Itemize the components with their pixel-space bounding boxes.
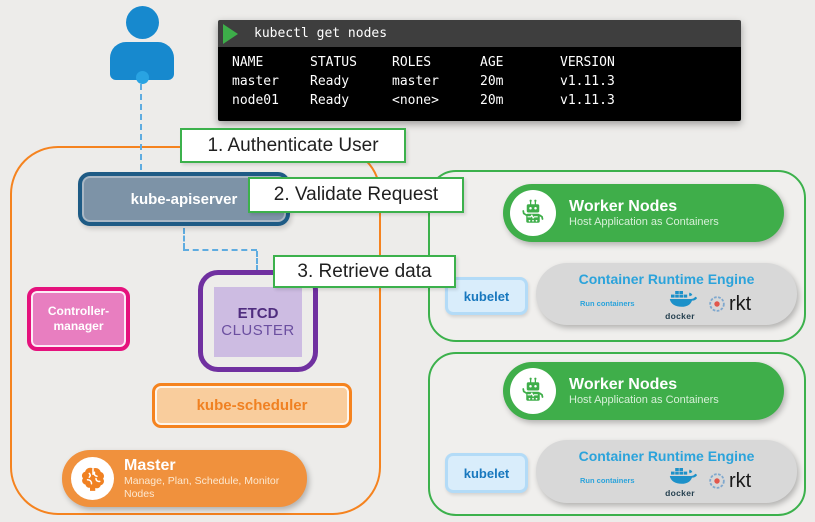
connector-to-etcd	[256, 251, 258, 271]
cell-status: Ready	[310, 74, 350, 89]
docker-whale-icon	[664, 468, 697, 484]
runtime-subtitle: Run containers	[580, 299, 635, 308]
container-runtime-pill-1: Container Runtime Engine Run containers …	[536, 263, 797, 325]
user-icon	[126, 6, 159, 39]
worker-nodes-pill-1: Worker Nodes Host Application as Contain…	[503, 184, 784, 242]
col-status: STATUS	[310, 55, 357, 70]
worker-title: Worker Nodes	[569, 198, 678, 215]
callout-authenticate-user: 1. Authenticate User	[180, 128, 406, 163]
connector-apiserver-across	[183, 249, 257, 251]
cell-name: master	[232, 74, 279, 89]
col-roles: ROLES	[392, 55, 432, 70]
brain-icon-circle	[71, 457, 114, 500]
kubelet-box-2: kubelet	[445, 453, 528, 493]
terminal-output: NAME STATUS ROLES AGE VERSION master Rea…	[218, 47, 741, 121]
runtime-subtitle: Run containers	[580, 476, 635, 485]
rkt-label: rkt	[729, 470, 752, 492]
kube-scheduler-box: kube-scheduler	[152, 383, 352, 428]
etcd-subtitle: CLUSTER	[221, 322, 295, 339]
cell-status: Ready	[310, 93, 350, 108]
connector-user-to-apiserver	[140, 84, 142, 170]
robot-icon	[522, 199, 544, 223]
cell-roles: <none>	[392, 93, 439, 108]
worker-title: Worker Nodes	[569, 376, 678, 393]
terminal-header-row: NAME STATUS ROLES AGE VERSION	[232, 53, 741, 72]
terminal-titlebar: kubectl get nodes	[218, 20, 741, 47]
etcd-cluster-inner: ETCD CLUSTER	[214, 287, 302, 357]
docker-logo: docker	[656, 467, 704, 498]
container-runtime-pill-2: Container Runtime Engine Run containers …	[536, 440, 797, 503]
runtime-title: Container Runtime Engine	[578, 271, 755, 287]
etcd-title: ETCD	[237, 305, 279, 322]
col-age: AGE	[480, 55, 504, 70]
cell-roles: master	[392, 74, 439, 89]
user-connector-dot	[136, 71, 149, 84]
rkt-icon	[709, 296, 725, 312]
cell-age: 20m	[480, 93, 504, 108]
cell-version: v1.11.3	[560, 93, 615, 108]
kubelet-box-1: kubelet	[445, 277, 528, 315]
cell-version: v1.11.3	[560, 74, 615, 89]
terminal-row-master: master Ready master 20m v1.11.3	[232, 72, 741, 91]
robot-icon-circle	[510, 368, 556, 414]
rkt-logo: rkt	[708, 471, 751, 491]
controller-manager-box: Controller- manager	[27, 287, 130, 351]
docker-whale-icon	[664, 291, 697, 307]
master-title: Master	[124, 456, 176, 474]
rkt-logo: rkt	[708, 294, 751, 314]
etcd-cluster-box	[198, 270, 318, 372]
docker-label: docker	[665, 488, 695, 498]
rkt-label: rkt	[729, 293, 752, 315]
terminal-command: kubectl get nodes	[254, 26, 388, 41]
callout-validate-request: 2. Validate Request	[248, 177, 464, 213]
col-name: NAME	[232, 55, 264, 70]
terminal-row-node01: node01 Ready <none> 20m v1.11.3	[232, 91, 741, 110]
docker-label: docker	[665, 311, 695, 321]
runtime-title: Container Runtime Engine	[578, 448, 755, 464]
connector-apiserver-down	[183, 228, 185, 249]
docker-logo: docker	[656, 290, 704, 321]
worker-nodes-pill-2: Worker Nodes Host Application as Contain…	[503, 362, 784, 420]
brain-icon	[81, 467, 104, 491]
play-icon	[223, 23, 238, 44]
robot-icon	[522, 377, 544, 401]
rkt-icon	[709, 473, 725, 489]
worker-subtitle: Host Application as Containers	[569, 216, 719, 228]
cell-age: 20m	[480, 74, 504, 89]
robot-icon-circle	[510, 190, 556, 236]
cell-name: node01	[232, 93, 279, 108]
terminal-window: kubectl get nodes NAME STATUS ROLES AGE …	[218, 20, 741, 121]
master-subtitle: Manage, Plan, Schedule, Monitor Nodes	[124, 474, 280, 500]
callout-retrieve-data: 3. Retrieve data	[273, 255, 456, 288]
col-version: VERSION	[560, 55, 615, 70]
worker-subtitle: Host Application as Containers	[569, 394, 719, 406]
master-pill: Master Manage, Plan, Schedule, Monitor N…	[62, 450, 307, 507]
